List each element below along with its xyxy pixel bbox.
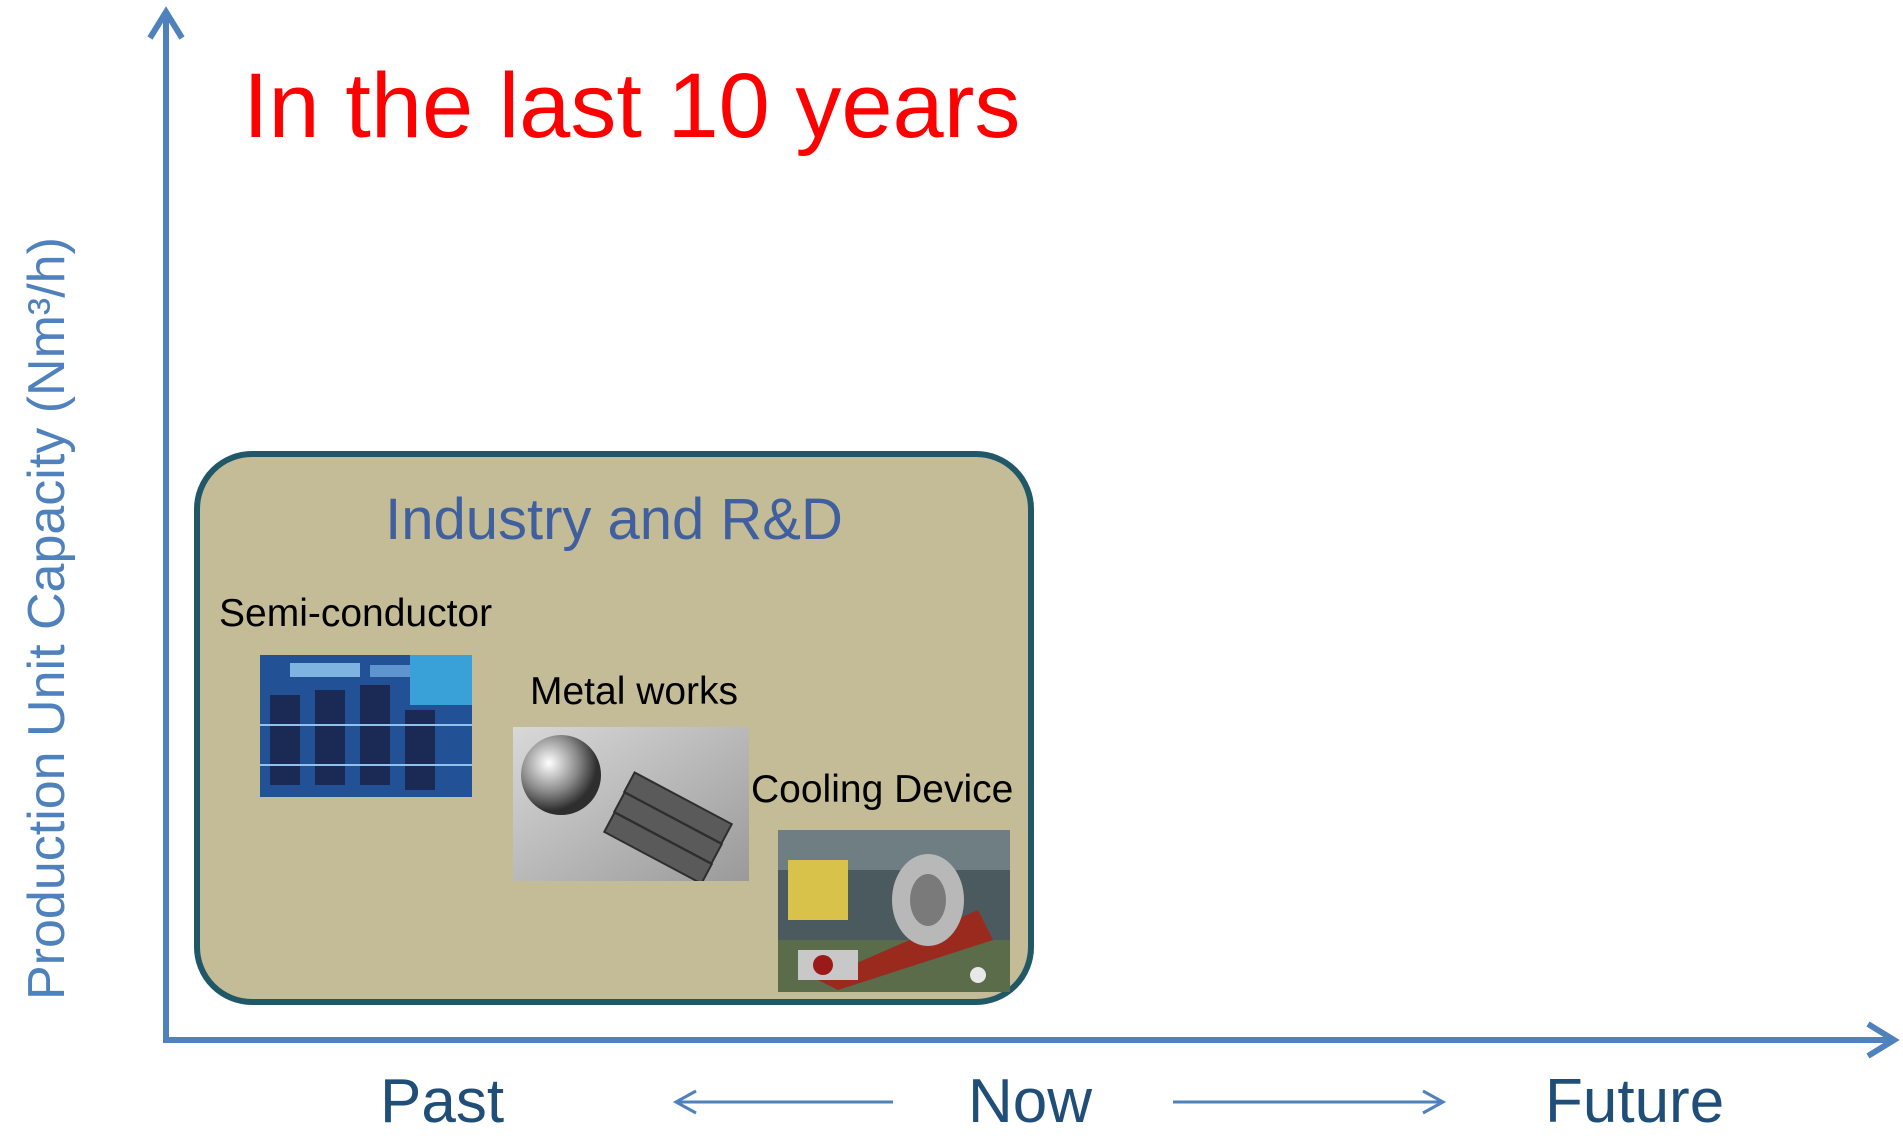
y-axis-label-wrap: Production Unit Capacity (Nm³/h) (8, 70, 78, 1000)
circuit-board-image (260, 655, 472, 797)
x-axis-arrowhead (1866, 1021, 1900, 1059)
slide-title: In the last 10 years (243, 55, 1021, 157)
y-axis-arrowhead (147, 6, 185, 40)
y-axis-label: Production Unit Capacity (Nm³/h) (18, 237, 76, 1000)
industry-box: Industry and R&D Semi-conductor Metal wo… (194, 451, 1034, 1005)
timeline-past: Past (380, 1067, 505, 1136)
cooling-device-label: Cooling Device (751, 768, 1014, 811)
metal-works-label: Metal works (530, 670, 739, 713)
industry-box-title: Industry and R&D (385, 487, 843, 552)
timeline-now: Now (968, 1067, 1093, 1136)
turbine-image (778, 830, 1010, 992)
metal-works-image (513, 727, 749, 881)
timeline-future: Future (1545, 1067, 1725, 1136)
semiconductor-label: Semi-conductor (219, 592, 493, 635)
